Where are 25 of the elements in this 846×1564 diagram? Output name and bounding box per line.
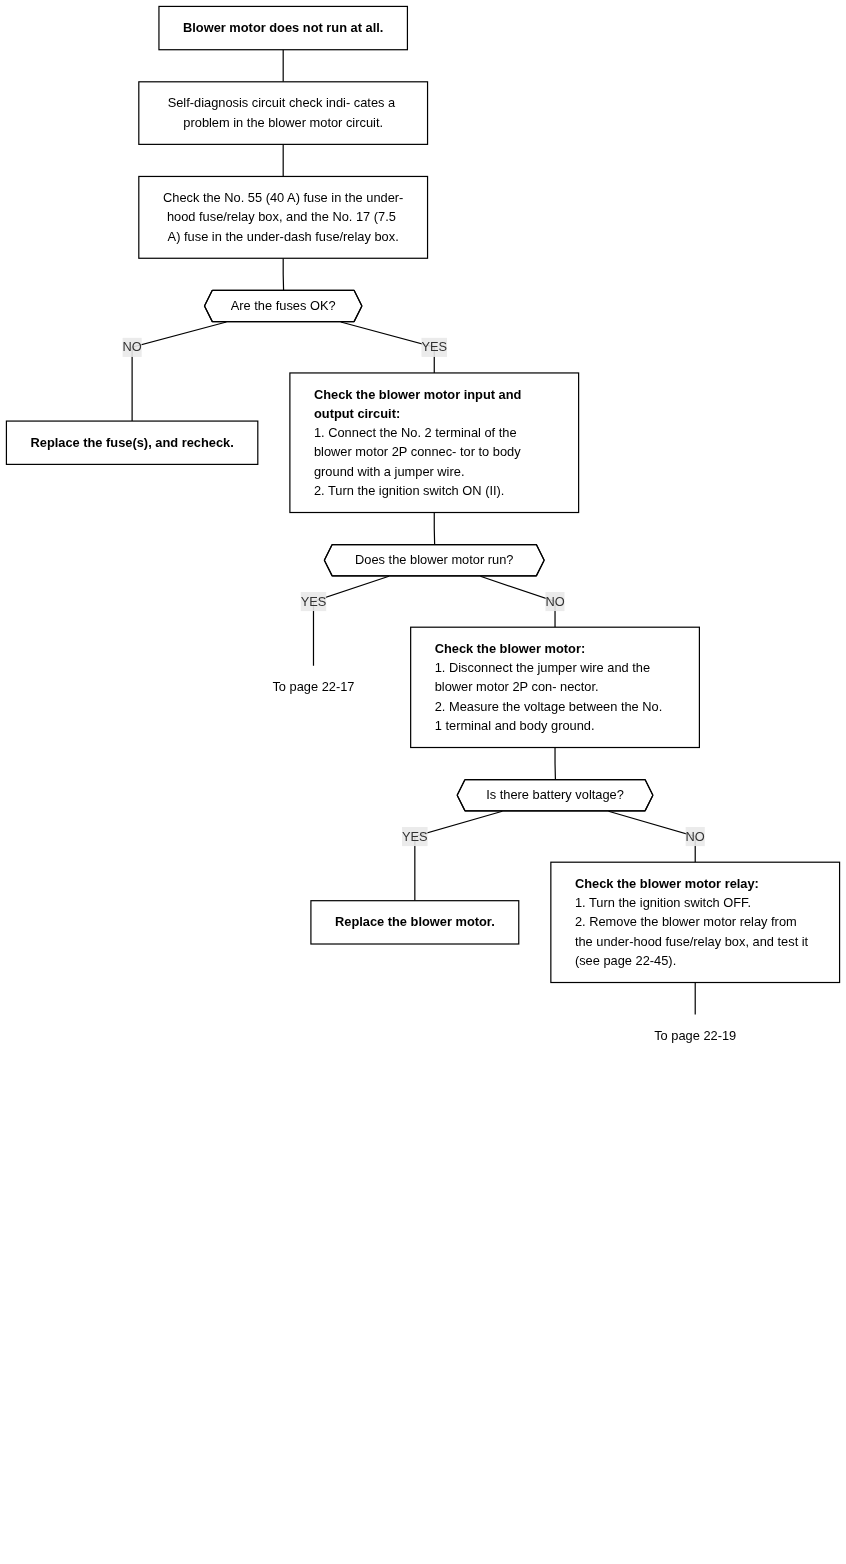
connector: [433, 511, 436, 546]
edge-label: YES: [421, 340, 448, 354]
node-text: To page 22-17: [272, 680, 355, 694]
node-text: To page 22-19: [654, 1029, 737, 1043]
connector: [694, 981, 696, 1016]
node-box: Replace the fuse(s), and recheck.: [5, 420, 259, 465]
connector: [282, 49, 284, 83]
edge-label: NO: [122, 340, 142, 354]
node-box: Check the blower motor: 1. Disconnect the jumper wire and the blower motor 2P con- nector. 2. Measure the voltage between the No. 1 terminal and body ground.: [410, 626, 700, 749]
node-box: Replace the blower motor.: [310, 900, 520, 945]
edge-label: YES: [402, 829, 428, 843]
connector: [282, 143, 284, 178]
connector: [554, 746, 557, 781]
node-box: Blower motor does not run at all.: [158, 5, 409, 51]
node-box: Check the No. 55 (40 A) fuse in the under-hood fuse/relay box, and the No. 17 (7.5 A) fuse in the under-dash fuse/relay box.: [138, 175, 429, 259]
node-box: Check the blower motor relay: 1. Turn the ignition switch OFF. 2. Remove the blower motor relay from the under-hood fuse/relay box, and test it (see page 22-45).: [550, 861, 841, 984]
connector: [607, 810, 696, 863]
edge-label: NO: [685, 829, 705, 843]
connector: [131, 321, 227, 422]
node-box: Self-diagnosis circuit check indi- cates a problem in the blower motor circuit.: [138, 81, 429, 145]
edge-label: YES: [300, 594, 327, 608]
connector: [282, 257, 285, 292]
connector: [479, 575, 556, 628]
edge-label: NO: [545, 594, 565, 608]
node-box: Check the blower motor input and output circuit: 1. Connect the No. 2 terminal of the blower motor 2P connec- tor to body ground with a jumper wire. 2. Turn the ignition switch ON (II).: [289, 372, 580, 514]
